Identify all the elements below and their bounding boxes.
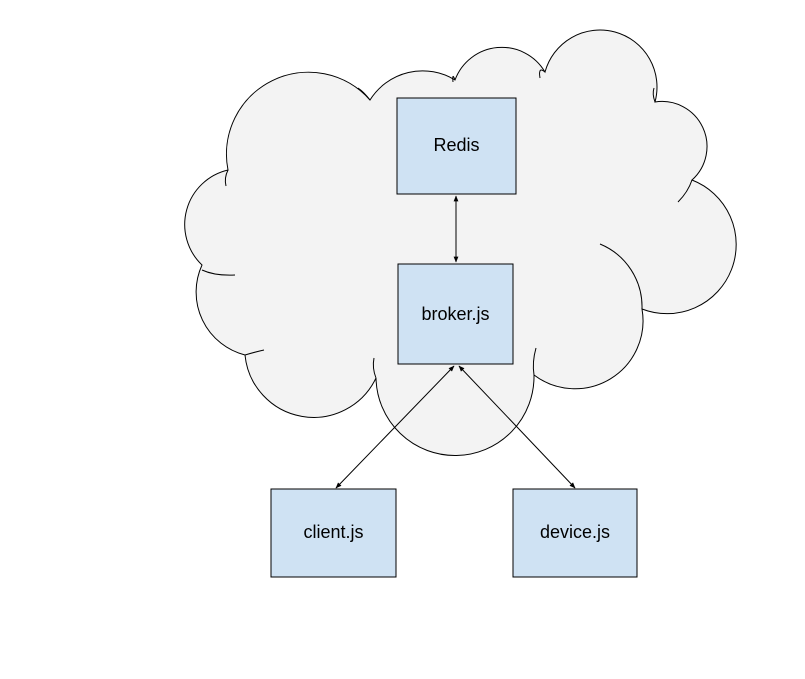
cloud-arc	[452, 76, 456, 83]
cloud-arc	[652, 87, 656, 103]
node-broker-box	[397, 263, 514, 365]
cloud-arc	[201, 269, 236, 276]
cloud-arc	[677, 179, 693, 203]
node-client: client.js	[270, 488, 397, 578]
edge-broker-device	[458, 365, 576, 489]
node-device-label: device.js	[540, 522, 610, 542]
node-broker-label: broker.js	[421, 304, 489, 324]
cloud-arc	[599, 243, 643, 310]
node-redis: Redis	[396, 97, 517, 195]
node-redis-label: Redis	[433, 135, 479, 155]
node-client-box	[270, 488, 397, 578]
node-device: device.js	[512, 488, 638, 578]
node-device-box	[512, 488, 638, 578]
cloud-arc	[244, 349, 265, 356]
cloud-arc	[357, 87, 371, 101]
cloud-arc	[539, 69, 546, 79]
node-broker: broker.js	[397, 263, 514, 365]
cloud-arc	[224, 169, 229, 187]
node-redis-box	[396, 97, 517, 195]
node-client-label: client.js	[303, 522, 363, 542]
edge-broker-client	[335, 365, 455, 489]
edges	[335, 195, 576, 489]
cloud-shape	[184, 29, 737, 456]
